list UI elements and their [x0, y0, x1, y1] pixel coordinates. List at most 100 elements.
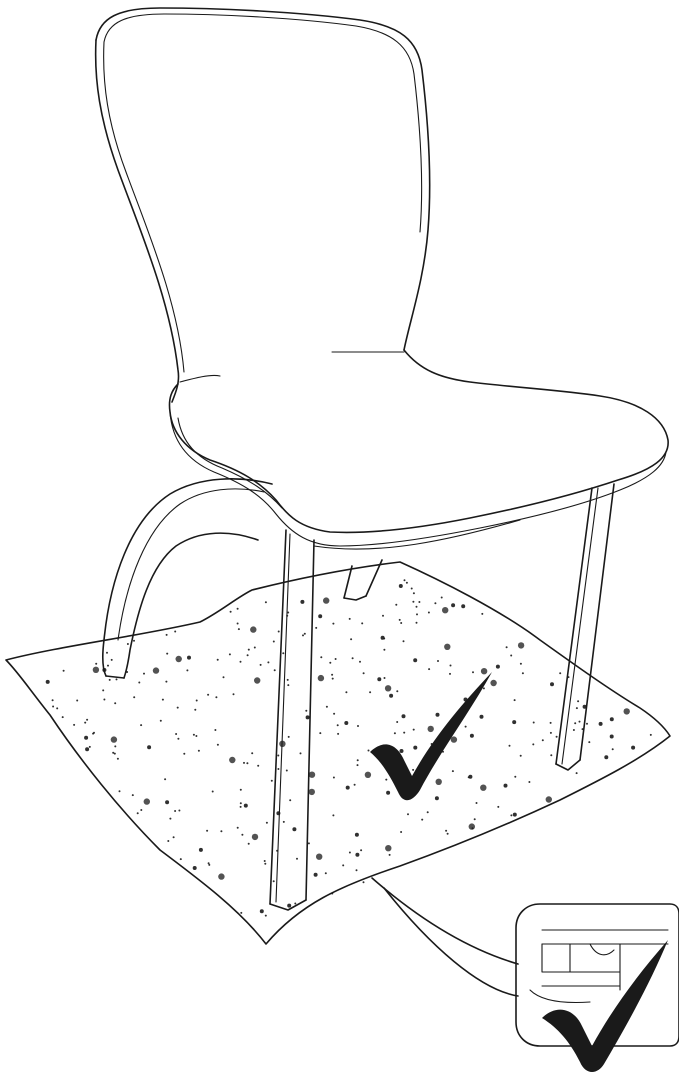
mat-speckle — [305, 710, 307, 712]
mat-speckle — [514, 776, 516, 778]
mat-speckle — [404, 579, 406, 581]
mat-speckle — [111, 736, 117, 742]
mat-speckle — [504, 784, 508, 788]
mat-speckle — [252, 834, 258, 840]
mat-speckle — [147, 745, 151, 749]
mat-speckle — [550, 722, 552, 724]
mat-speckle — [176, 656, 182, 662]
mat-speckle — [240, 806, 242, 808]
mat-speckle — [506, 646, 508, 648]
mat-speckle — [346, 786, 350, 790]
mat-speckle — [403, 732, 405, 734]
mat-speckle — [559, 672, 561, 674]
checkmark-icon — [542, 940, 668, 1072]
mat-speckle — [335, 658, 337, 660]
mat-speckle — [177, 707, 179, 709]
mat-speckle — [483, 687, 485, 689]
mat-speckle — [278, 631, 280, 633]
mat-speckle — [428, 612, 430, 614]
mat-speckle — [214, 729, 216, 731]
mat-speckle — [360, 849, 362, 851]
mat-speckle — [137, 812, 139, 814]
mat-speckle — [46, 680, 50, 684]
mat-speckle — [510, 655, 512, 657]
mat-speckle — [468, 776, 470, 778]
mat-speckle — [416, 606, 418, 608]
mat-speckle — [241, 834, 243, 836]
mat-speckle — [337, 733, 339, 735]
mat-speckle — [451, 736, 457, 742]
mat-speckle — [206, 830, 208, 832]
mat-speckle — [282, 652, 284, 654]
mat-speckle — [355, 853, 359, 857]
mat-speckle — [496, 665, 500, 669]
detail-callout — [516, 904, 679, 1046]
mat-speckle — [132, 794, 134, 796]
mat-speckle — [542, 739, 544, 741]
mat-speckle — [382, 615, 384, 617]
mat-speckle — [522, 672, 524, 674]
mat-speckle — [260, 664, 262, 666]
mat-speckle — [412, 769, 414, 771]
mat-speckle — [436, 713, 440, 717]
mat-speckle — [308, 842, 310, 844]
mat-speckle — [166, 653, 168, 655]
mat-speckle — [400, 749, 404, 753]
mat-speckle — [476, 802, 478, 804]
mat-speckle — [550, 732, 552, 734]
mat-speckle — [320, 656, 322, 658]
mat-speckle — [52, 706, 54, 708]
mat-speckle — [175, 733, 177, 735]
mat-speckle — [452, 770, 454, 772]
mat-speckle — [332, 814, 334, 816]
mat-speckle — [400, 622, 402, 624]
mat-speckle — [114, 753, 116, 755]
mat-speckle — [240, 661, 242, 663]
mat-speckle — [465, 726, 467, 728]
mat-speckle — [127, 643, 129, 645]
mat-speckle — [292, 827, 296, 831]
mat-speckle — [384, 677, 386, 679]
mat-speckle — [332, 678, 334, 680]
mat-speckle — [396, 721, 398, 723]
mat-speckle — [357, 759, 359, 761]
mat-speckle — [250, 626, 256, 632]
mat-speckle — [333, 777, 335, 779]
mat-speckle — [237, 623, 239, 625]
mat-speckle — [396, 690, 398, 692]
mat-speckle — [512, 720, 516, 724]
mat-speckle — [352, 657, 354, 659]
mat-speckle — [237, 608, 239, 610]
mat-speckle — [84, 722, 86, 724]
mat-speckle — [306, 715, 310, 719]
mat-speckle — [56, 707, 58, 709]
mat-speckle — [238, 628, 240, 630]
mat-speckle — [273, 641, 275, 643]
mat-speckle — [337, 724, 339, 726]
mat-speckle — [266, 822, 268, 824]
mat-speckle — [229, 757, 235, 763]
mat-speckle — [133, 640, 135, 642]
mat-speckle — [350, 638, 352, 640]
mat-speckle — [167, 840, 169, 842]
mat-speckle — [407, 813, 409, 815]
mat-speckle — [412, 601, 414, 603]
mat-speckle — [93, 667, 99, 673]
mat-speckle — [84, 736, 88, 740]
mat-speckle — [514, 699, 516, 701]
mat-speckle — [509, 745, 511, 747]
mat-speckle — [444, 644, 450, 650]
mat-speckle — [532, 743, 534, 745]
mat-speckle — [441, 597, 443, 599]
mat-speckle — [449, 673, 451, 675]
mat-speckle — [294, 903, 296, 905]
mat-speckle — [428, 668, 430, 670]
mat-speckle — [451, 603, 455, 607]
mat-speckle — [332, 623, 334, 625]
mat-speckle — [363, 672, 365, 674]
mat-speckle — [528, 781, 530, 783]
mat-speckle — [52, 699, 54, 701]
mat-speckle — [240, 912, 242, 914]
mat-speckle — [402, 714, 406, 718]
mat-speckle — [196, 700, 198, 702]
